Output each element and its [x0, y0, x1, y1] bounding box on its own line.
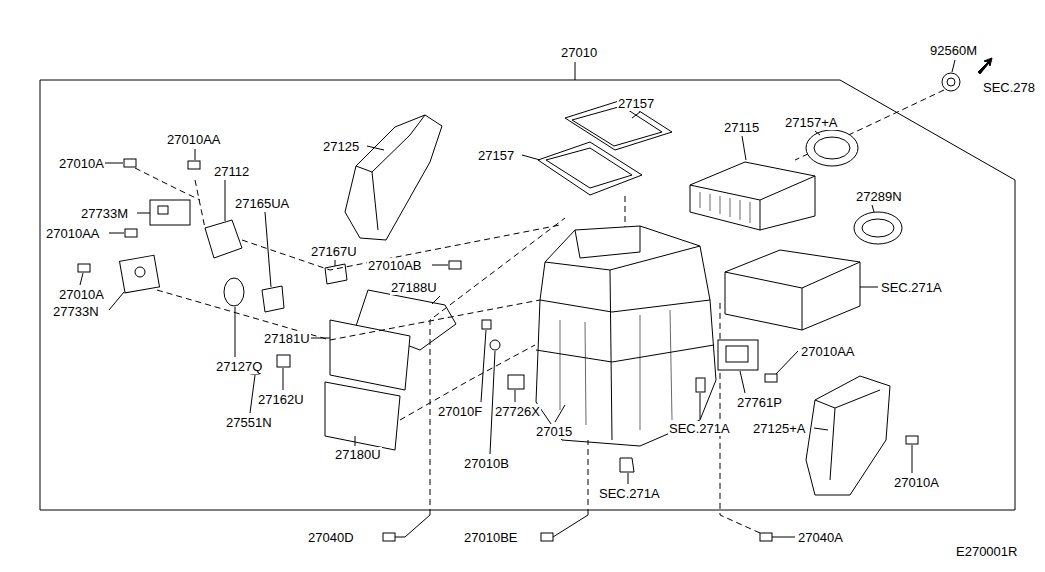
part-number: 92560M	[929, 43, 978, 58]
part-number: 27188U	[390, 280, 438, 295]
part-number: 27167U	[310, 244, 358, 259]
part-number: 27289N	[855, 189, 903, 204]
part-number: 27010F	[437, 404, 483, 419]
part-number: 27115	[723, 120, 760, 135]
part-number: 27010AB	[367, 258, 423, 273]
part-number: SEC.271A	[880, 280, 943, 295]
part-number: 27040A	[797, 530, 844, 545]
part-number: 27010AA	[45, 226, 101, 241]
part-number: 27157	[617, 96, 655, 111]
part-number: 27010AA	[800, 344, 856, 359]
part-number: 27010B	[463, 456, 510, 471]
part-number: 27180U	[334, 447, 382, 462]
part-number: 27157+A	[784, 115, 838, 130]
part-number: 27761P	[736, 395, 783, 410]
part-number: 27010A	[893, 475, 940, 490]
part-number: 27162U	[257, 392, 305, 407]
part-number: 27010	[560, 45, 598, 60]
part-number: 27010A	[58, 287, 105, 302]
part-number: 27726X	[494, 404, 541, 419]
part-number: SEC.278	[982, 80, 1036, 95]
part-number: 27125	[322, 139, 360, 154]
part-number: 27157	[477, 148, 515, 163]
part-number: E270001R	[955, 544, 1018, 559]
part-number: 27125+A	[752, 421, 806, 436]
part-number: 27040D	[307, 530, 355, 545]
part-number: 27010AA	[166, 132, 222, 147]
part-number: 27010A	[58, 156, 105, 171]
part-number: 27112	[213, 164, 250, 179]
part-number: 27551N	[225, 415, 273, 430]
part-number: 27733M	[80, 206, 129, 221]
part-number: SEC.271A	[598, 486, 661, 501]
part-number: 27010BE	[463, 530, 519, 545]
part-number: 27733N	[52, 304, 100, 319]
part-number: 27015	[535, 424, 573, 439]
part-number: SEC.271A	[668, 421, 731, 436]
part-number: 27181U	[263, 331, 311, 346]
part-number: 27127Q	[215, 359, 263, 374]
part-number: 27165UA	[234, 196, 290, 211]
